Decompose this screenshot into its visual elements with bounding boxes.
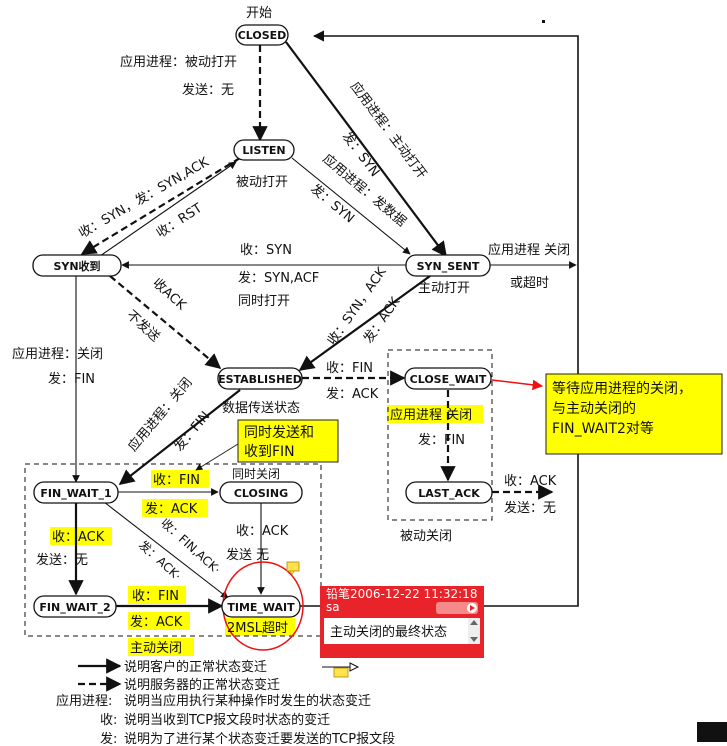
label-fw1-send-none: 发送：无 (36, 552, 88, 568)
note-expand-button[interactable] (436, 602, 478, 614)
svg-text:同时发送和: 同时发送和 (244, 425, 314, 441)
state-fin-wait-2: FIN_WAIT_2 (33, 595, 117, 618)
label-app-close-timeout-a: 应用进程 关闭 (488, 242, 570, 258)
state-close-wait: CLOSE_WAIT (404, 367, 492, 390)
legend-send-desc: 说明为了进行某个状态变迁要发送的TCP报文段 (124, 731, 395, 746)
label-fw2-rcv-fin: 收：FIN (132, 589, 179, 604)
svg-text:LISTEN: LISTEN (242, 144, 285, 157)
svg-text:TIME_WAIT: TIME_WAIT (227, 601, 295, 614)
label-last-ack-rcv: 收：ACK (504, 474, 557, 489)
svg-text:CLOSING: CLOSING (234, 487, 288, 500)
label-msl: 2MSL超时 (227, 621, 288, 636)
label-fw2-send-ack: 发：ACK (130, 614, 183, 630)
label-rst: 收：RST (154, 201, 205, 242)
label-no-send: 不发送 (123, 307, 163, 345)
comment-note: 铅笔2006-12-22 11:32:18 sa 主动关闭的最终状态 (320, 586, 484, 658)
label-fw1-rcv-ack: 收：ACK (52, 530, 105, 545)
note-scroll-up-icon[interactable] (470, 620, 478, 625)
label-close-wait-app: 应用进程 关闭 (390, 407, 472, 423)
legend-send-key: 发: (100, 731, 117, 746)
legend-app-key: 应用进程: (56, 693, 112, 709)
label-passive-open-b: 发送：无 (182, 82, 234, 98)
svg-text:与主动关闭的: 与主动关闭的 (552, 401, 636, 417)
state-syn-sent: SYN_SENT (405, 254, 491, 277)
label-data-transfer: 数据传送状态 (222, 401, 300, 416)
legend-dashed: 说明服务器的正常状态变迁 (124, 677, 280, 693)
note-body: 主动关闭的最终状态 (330, 624, 447, 640)
svg-text:FIN_WAIT_2: FIN_WAIT_2 (39, 601, 110, 614)
comment-marker-icon[interactable] (286, 561, 300, 576)
state-fin-wait-1: FIN_WAIT_1 (33, 481, 119, 504)
highlights (50, 405, 483, 656)
state-closed: CLOSED (235, 24, 289, 46)
transitions (68, 30, 579, 614)
state-closing: CLOSING (219, 481, 303, 504)
label-active-open-a: 应用进程：主动打开 (347, 79, 430, 182)
note-play-glyph (470, 605, 475, 611)
label-send-ack-2: 发：ACK (326, 386, 379, 402)
svg-text:SYN收到: SYN收到 (53, 259, 100, 273)
callout-close-wait: 等待应用进程的关闭， 与主动关闭的 FIN_WAIT2对等 (545, 373, 723, 455)
svg-text:等待应用进程的关闭，: 等待应用进程的关闭， (552, 380, 692, 397)
svg-text:FIN_WAIT_1: FIN_WAIT_1 (40, 487, 111, 500)
label-app-close-left-a: 应用进程：关闭 (12, 346, 103, 362)
legend: 说明客户的正常状态变迁 说明服务器的正常状态变迁 应用进程: 说明当应用执行某种… (56, 658, 395, 746)
label-close-wait-fin: 发：FIN (418, 432, 465, 448)
label-sim-syn-c: 同时打开 (238, 294, 290, 309)
active-close-group (24, 463, 322, 637)
start-label: 开始 (246, 6, 272, 21)
note-header: 铅笔2006-12-22 11:32:18 (326, 586, 477, 601)
legend-rcv-desc: 说明当收到TCP报文段时状态的变迁 (124, 712, 330, 728)
label-active-close: 主动关闭 (130, 641, 182, 656)
legend-app-desc: 说明当应用执行某种操作时发生的状态变迁 (124, 693, 371, 709)
label-syn-sent-caption: 主动打开 (418, 281, 470, 296)
label-fw1-send-ack: 发：ACK (145, 501, 198, 517)
svg-text:SYN_SENT: SYN_SENT (417, 260, 480, 273)
note-scroll-down-icon[interactable] (470, 637, 478, 642)
label-send-fin-mid: 发：FIN (171, 408, 213, 454)
state-listen: LISTEN (233, 139, 295, 161)
label-sim-syn-a: 收：SYN (240, 243, 292, 258)
label-diag-send: 发：ACK· (136, 537, 185, 583)
svg-text:LAST_ACK: LAST_ACK (418, 487, 480, 500)
label-passive-close: 被动关闭 (400, 529, 452, 544)
label-app-close-left-b: 发：FIN (48, 371, 95, 387)
svg-text:FIN_WAIT2对等: FIN_WAIT2对等 (552, 420, 654, 437)
comment-marker-icon-2[interactable] (322, 662, 360, 678)
label-listen-syn-rcv: 收：SYN，发：SYN,ACK (76, 154, 212, 242)
state-last-ack: LAST_ACK (405, 481, 493, 504)
label-rcv-fin: 收：FIN (326, 361, 373, 376)
label-rcv-ack: 收ACK (149, 276, 189, 314)
note-user: sa (326, 600, 340, 614)
state-syn-rcvd: SYN收到 (32, 254, 122, 277)
label-sim-syn-b: 发：SYN,ACF (238, 270, 319, 286)
label-closing-send: 发送 无 (226, 547, 269, 563)
label-last-ack-send: 发送：无 (504, 500, 556, 516)
label-passive-open-a: 应用进程：被动打开 (120, 54, 237, 70)
label-listen-caption: 被动打开 (236, 175, 288, 190)
state-time-wait: TIME_WAIT (221, 595, 301, 618)
close-wait-red-arrow (491, 379, 544, 391)
passive-close-group (387, 349, 493, 521)
svg-text:收到FIN: 收到FIN (244, 444, 295, 460)
label-closing-rcv: 收：ACK (236, 524, 289, 539)
svg-text:CLOSE_WAIT: CLOSE_WAIT (410, 373, 487, 386)
state-established: ESTABLISHED (217, 367, 303, 390)
corner-block (697, 722, 727, 742)
svg-text:ESTABLISHED: ESTABLISHED (218, 373, 302, 386)
label-app-close-timeout-b: 或超时 (510, 276, 549, 291)
corner-dot (542, 20, 545, 23)
label-sim-close: 同时关闭 (232, 467, 280, 481)
legend-solid: 说明客户的正常状态变迁 (124, 659, 267, 675)
legend-rcv-key: 收: (100, 713, 117, 728)
svg-text:CLOSED: CLOSED (238, 29, 287, 42)
label-fw1-rcv-fin: 收：FIN (153, 473, 200, 488)
callout-sim-send: 同时发送和 收到FIN (195, 419, 339, 471)
